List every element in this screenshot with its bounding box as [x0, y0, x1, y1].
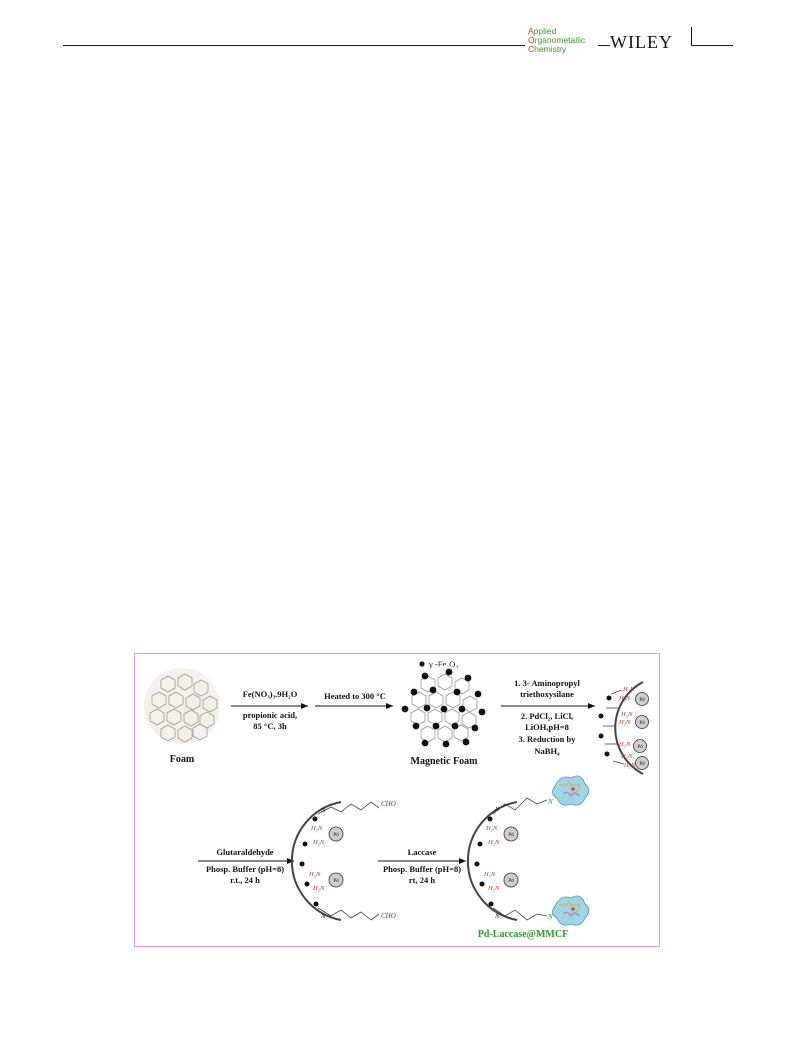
step4-reagent: Glutaraldehyde — [216, 847, 273, 857]
logo-word-chemistry: hemistry — [534, 44, 567, 54]
step3-line-1: 1. 3- Aminopropyl — [514, 678, 580, 688]
amine-label: H₂N — [312, 839, 325, 846]
enzyme-n-label: N — [547, 798, 553, 806]
step1-conditions: 85 °C, 3h — [253, 721, 287, 731]
step3-line-6: NaBH₄ — [534, 746, 560, 756]
laccase-enzyme-icon — [552, 895, 590, 926]
wiley-rule-right — [691, 45, 733, 46]
amine-label: H₂N — [485, 825, 498, 832]
step3-line-2: triethoxysilane — [520, 689, 574, 699]
step1-solvent: propionic acid, — [243, 710, 297, 720]
amine-label: H₂N — [622, 686, 635, 693]
foam-structure — [144, 668, 220, 744]
pd-nanoparticle-label: Pd — [333, 879, 339, 884]
amine-label: H₂N — [620, 711, 633, 718]
pd-nanoparticle-label: Pd — [639, 698, 645, 703]
pd-nanoparticle-label: Pd — [333, 833, 339, 838]
step5-conditions: rt, 24 h — [409, 875, 435, 885]
aldehyde-label: CHO — [381, 912, 396, 920]
amine-label: H₂N — [618, 741, 631, 748]
amine-label: H₂N — [483, 871, 496, 878]
synthesis-scheme-figure: Foam Fe(NO₃)₃.9H₂O propionic acid, 85 °C… — [134, 653, 660, 947]
amine-label: H₂N — [487, 885, 500, 892]
pd-nanoparticle-label: Pd — [639, 762, 645, 767]
pd-nanoparticle-label: Pd — [508, 879, 514, 884]
imine-n-label: N — [320, 913, 326, 920]
laccase-product-surface: N N N N H₂N H₂N H₂N H₂N Pd Pd — [466, 797, 553, 921]
fe2o3-legend-label: γ -Fe₂O₃ — [428, 659, 458, 669]
step2-conditions: Heated to 300 °C — [324, 691, 386, 701]
journal-logo: Applied Organometallic Chemistry — [528, 27, 585, 54]
product-label: Pd-Laccase@MMCF — [478, 929, 568, 940]
wiley-rule-left — [598, 45, 610, 46]
enzyme-n-label: N — [547, 913, 553, 921]
step4-buffer: Phosp. Buffer (pH=8) — [206, 864, 284, 874]
amine-label: H₂N — [618, 695, 631, 702]
wiley-tick — [691, 27, 692, 46]
imine-n-label: N — [320, 807, 326, 814]
header-rule — [63, 45, 525, 46]
pd-amine-surface: H₂N H₂N H₂N H₂N H₂N H₂N H₂N Pd Pd Pd Pd — [598, 681, 649, 775]
step3-line-4: LiOH,pH=8 — [525, 722, 569, 732]
amine-label: H₂N — [310, 825, 323, 832]
magnetic-foam-label: Magnetic Foam — [411, 756, 479, 767]
pd-nanoparticle-label: Pd — [637, 745, 643, 750]
amine-label: H₂N — [618, 719, 631, 726]
step3-line-5: 3. Reduction by — [519, 734, 577, 744]
logo-cap-a: A — [528, 26, 534, 36]
foam-label: Foam — [170, 754, 195, 765]
amine-label: H₂N — [620, 753, 633, 760]
amine-label: H₂N — [308, 871, 321, 878]
pd-nanoparticle-label: Pd — [639, 721, 645, 726]
laccase-enzyme-icon — [552, 775, 590, 806]
aldehyde-label: CHO — [381, 800, 396, 808]
amine-label: H₂N — [312, 885, 325, 892]
logo-cap-o: O — [528, 35, 535, 45]
imine-n-label: N — [494, 806, 500, 813]
step3-line-3: 2. PdCl₂, LiCl, — [521, 711, 573, 721]
magnetic-foam-structure — [401, 666, 486, 748]
step5-buffer: Phosp. Buffer (pH=8) — [383, 864, 461, 874]
logo-word-organometallic: rganometallic — [534, 35, 586, 45]
imine-n-label: N — [494, 913, 500, 920]
amine-label: H₂N — [487, 839, 500, 846]
publisher-logo: WILEY — [610, 32, 673, 52]
step4-conditions: r.t., 24 h — [230, 875, 260, 885]
step5-reagent: Laccase — [408, 847, 437, 857]
amine-label: H₂N — [623, 762, 636, 769]
logo-word-applied: pplied — [533, 26, 557, 36]
pd-nanoparticle-label: Pd — [508, 833, 514, 838]
aldehyde-surface: N N CHO CHO H₂N H₂N H₂N H₂N Pd Pd — [290, 800, 396, 921]
fe2o3-legend-dot — [419, 661, 425, 667]
logo-cap-c: C — [528, 44, 535, 54]
step1-reagent: Fe(NO₃)₃.9H₂O — [243, 689, 298, 699]
